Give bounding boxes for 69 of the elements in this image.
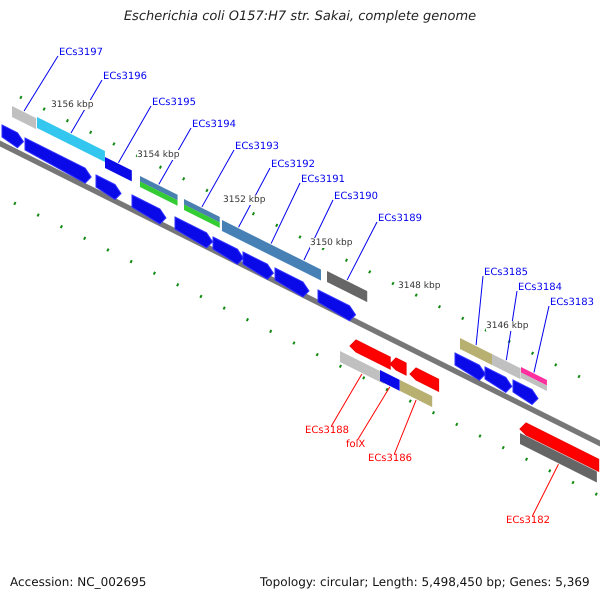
scale-label: 3152 kbp: [223, 195, 266, 205]
gene-bar: [255, 236, 288, 264]
leader-line: [270, 182, 300, 244]
gene-bar: [174, 216, 214, 248]
gene-bar: [520, 433, 597, 482]
leader-line: [533, 306, 550, 373]
gene-label: ECs3184: [518, 282, 562, 293]
gene-label: ECs3188: [305, 425, 349, 436]
gene-bar: [492, 354, 521, 380]
gene-bar: [512, 379, 539, 406]
gene-label: ECs3193: [235, 141, 279, 152]
gene-label: ECs3194: [192, 119, 236, 130]
title: Escherichia coli O157:H7 str. Sakai, complete genome: [122, 9, 478, 24]
gene-label: ECs3192: [271, 159, 315, 170]
gene-bar: [24, 137, 92, 184]
gene-bar: [2, 124, 24, 148]
gene-bar: [12, 106, 36, 130]
gene-bar: [105, 157, 132, 182]
gene-bar: [454, 352, 486, 381]
gene-bar: [519, 422, 600, 472]
footer-text: Topology: circular; Length: 5,498,450 bp; Genes: 5,369: [260, 575, 590, 589]
scale-label: 3150 kbp: [310, 238, 352, 248]
leader-line: [506, 290, 518, 361]
gene-bar: [349, 339, 391, 370]
leader-line: [532, 464, 559, 516]
leader-line: [476, 276, 484, 346]
gene-label: ECs3183: [550, 297, 594, 308]
scale-label: 3154 kbp: [137, 150, 180, 160]
gene-label: ECs3185: [484, 267, 528, 278]
gene-bar: [327, 271, 368, 302]
gene-bar: [37, 117, 105, 162]
gene-label: ECs3182: [506, 515, 550, 526]
gene-bar: [274, 267, 310, 298]
leader-line: [394, 400, 417, 454]
leader-line: [357, 386, 390, 440]
gene-bar: [389, 357, 407, 376]
scale-label: 3146 kbp: [486, 321, 528, 331]
gene-bar: [96, 174, 122, 200]
leader-line: [330, 373, 362, 426]
gene-label: ECs3190: [334, 191, 378, 202]
gene-bar: [184, 199, 220, 228]
gene-bar: [400, 380, 432, 408]
leader-line: [24, 56, 58, 112]
gene-label: ECs3196: [103, 71, 147, 82]
footer-text: Accession: NC_002695: [10, 575, 146, 589]
gene-label: ECs3189: [378, 213, 422, 224]
gene-label: ECs3197: [59, 47, 103, 58]
scale-label: 3156 kbp: [51, 100, 94, 110]
leader-line: [201, 150, 234, 208]
gene-label: ECs3195: [152, 97, 196, 108]
gene-bar: [409, 367, 440, 392]
gene-bar: [380, 370, 400, 391]
gene-label: ECs3186: [368, 453, 412, 464]
gene-bar: [340, 351, 384, 384]
gene-label: ECs3191: [301, 174, 345, 185]
gene-bar: [242, 251, 274, 280]
gene-bar: [222, 220, 256, 248]
gene-bar: [318, 289, 356, 322]
gene-bar: [460, 338, 492, 366]
gene-bar: [521, 367, 547, 391]
gene-bar: [212, 236, 244, 265]
scale-label: 3148 kbp: [398, 281, 440, 291]
gene-label: folX: [346, 439, 366, 450]
gene-bar: [287, 252, 321, 280]
leader-line: [118, 106, 152, 164]
gene-bar: [140, 176, 178, 206]
leader-line: [346, 222, 378, 281]
gene-bar: [484, 366, 512, 394]
gene-bar: [132, 194, 167, 225]
